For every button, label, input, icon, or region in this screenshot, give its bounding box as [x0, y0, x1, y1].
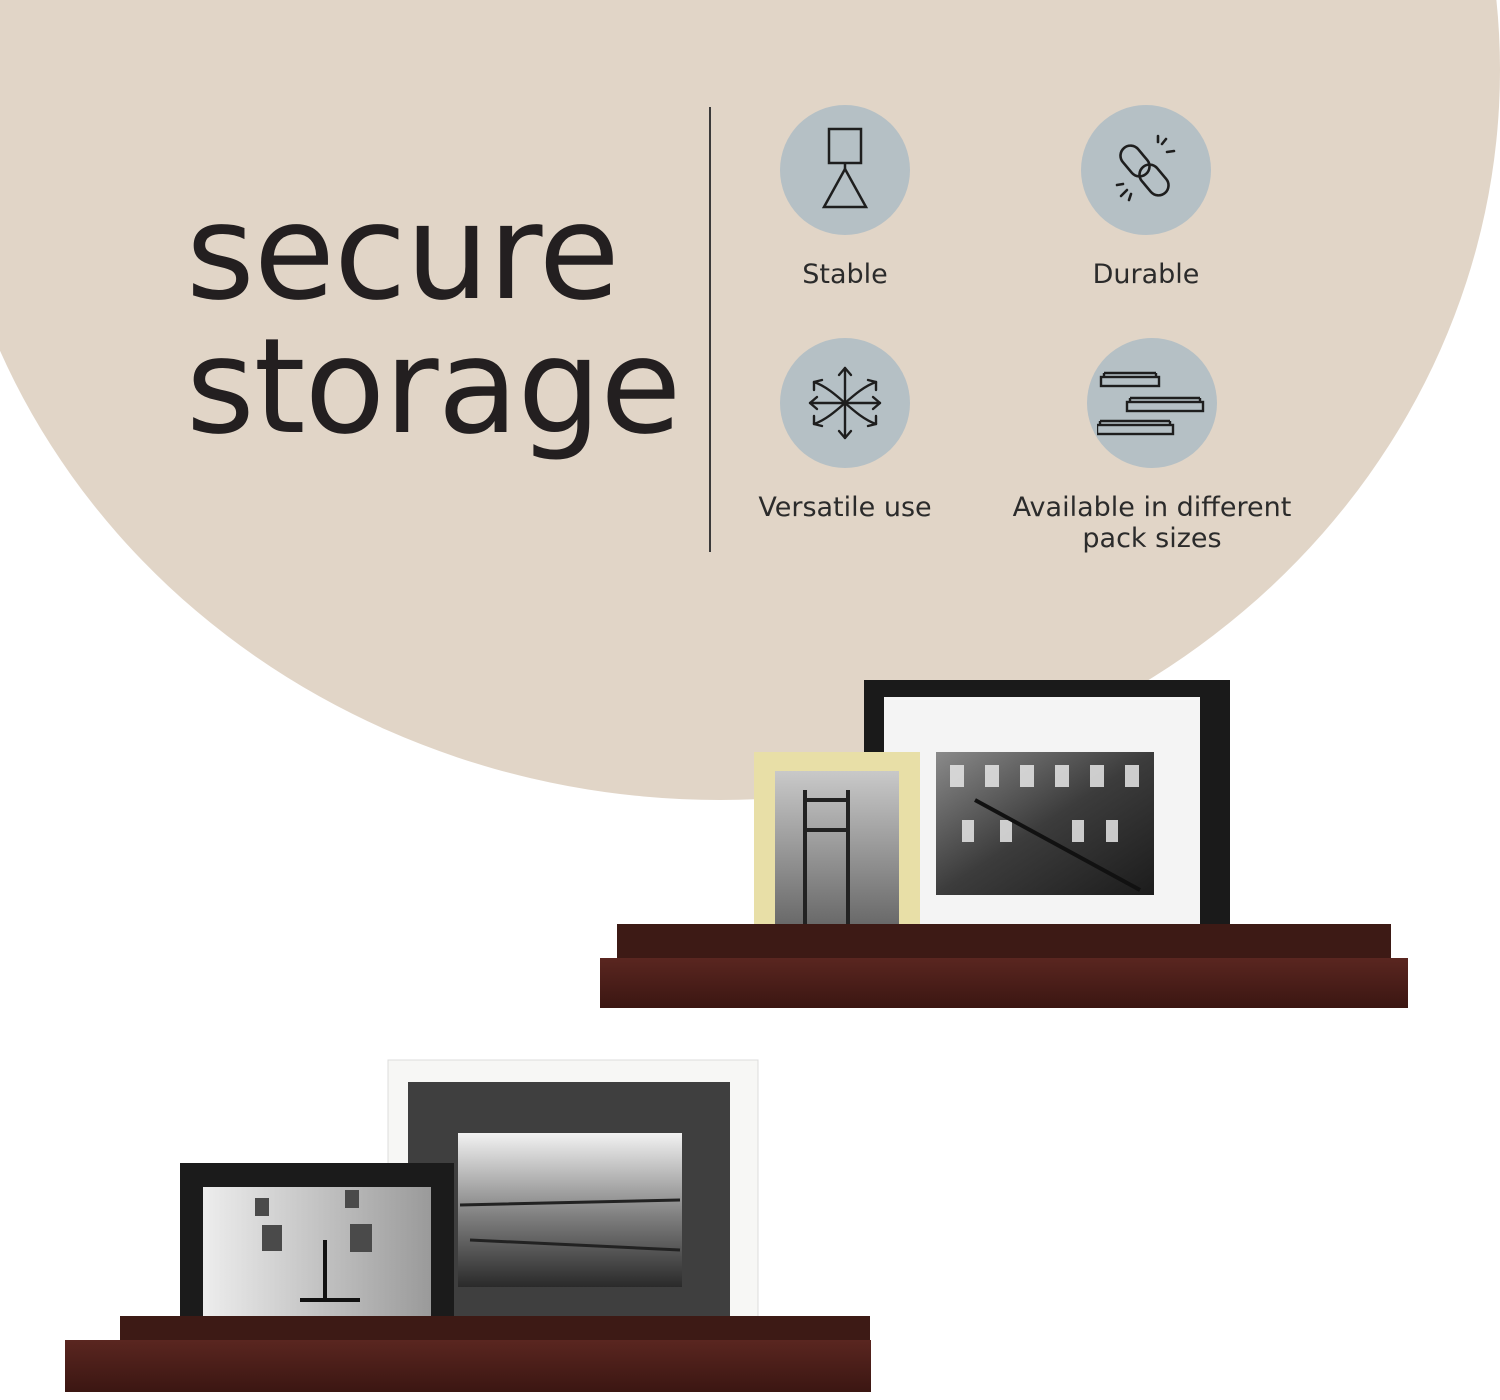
lower-shelf-group [65, 1059, 871, 1392]
upper-shelf-group [600, 680, 1408, 1008]
lower-shelf [65, 1340, 871, 1392]
upper-shelf [600, 958, 1408, 1008]
stability-icon [780, 105, 910, 235]
feature-label-versatile: Versatile use [758, 492, 932, 523]
stacked-shelves-icon [1087, 338, 1217, 468]
headline-line-1: secure [186, 176, 620, 330]
photo-city-bridge [458, 1133, 682, 1287]
feature-versatile: Versatile use [675, 338, 1015, 523]
feature-durable: Durable [976, 105, 1316, 290]
feature-pack-sizes: Available in different pack sizes [982, 338, 1322, 554]
headline: secure storage [186, 176, 681, 464]
headline-line-2: storage [186, 310, 681, 464]
chain-link-icon [1081, 105, 1211, 235]
feature-stable: Stable [675, 105, 1015, 290]
photo-street-lamp [203, 1187, 431, 1337]
multi-direction-arrows-icon [780, 338, 910, 468]
feature-label-stable: Stable [802, 259, 888, 290]
feature-label-pack-sizes: Available in different pack sizes [1012, 492, 1292, 554]
feature-label-durable: Durable [1092, 259, 1200, 290]
vertical-divider [709, 107, 711, 552]
